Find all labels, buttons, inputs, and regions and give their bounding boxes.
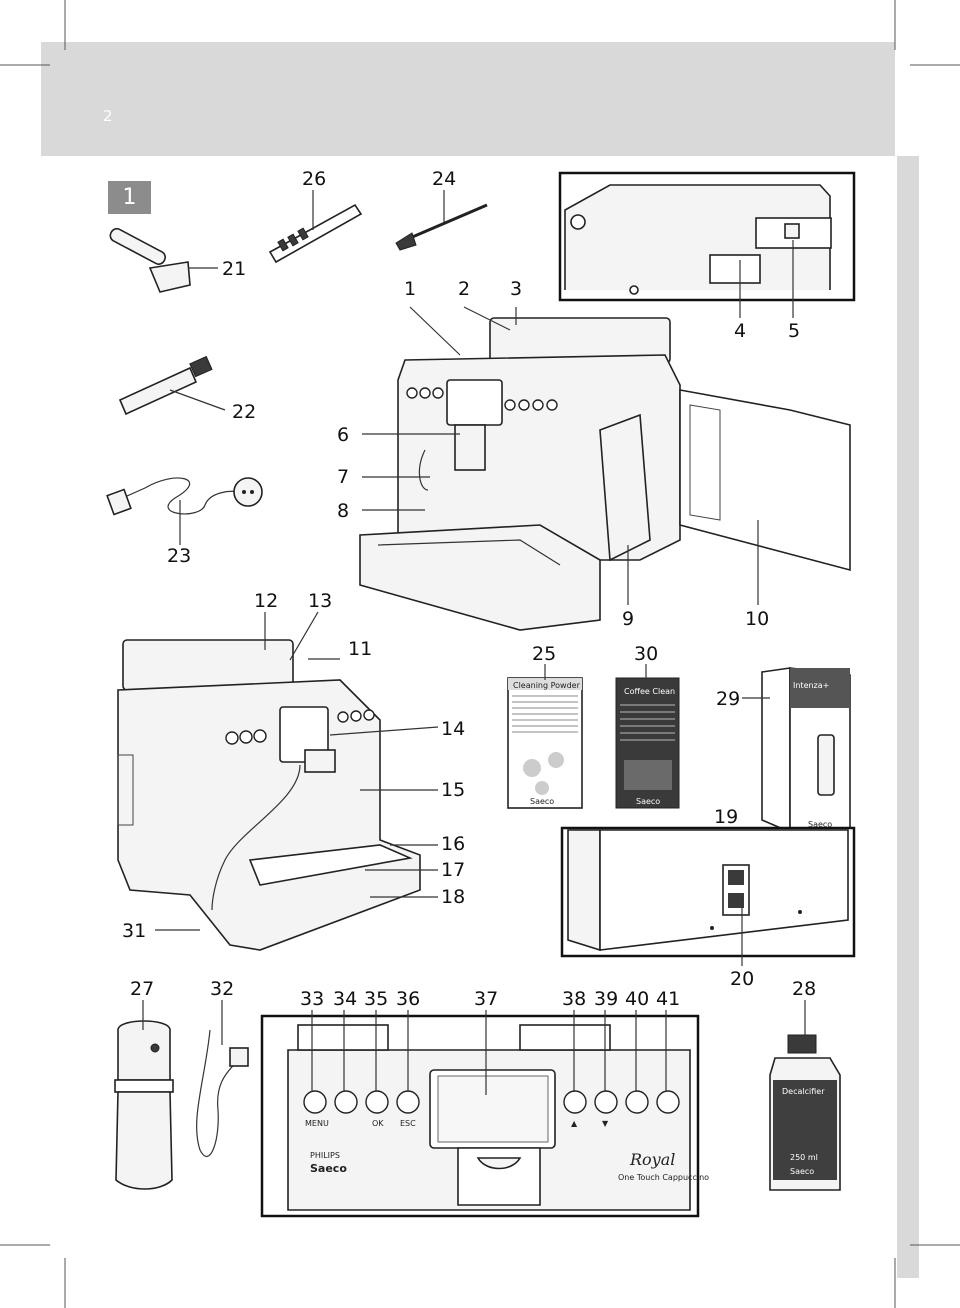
inset-back-panel (560, 826, 856, 958)
figure-number-badge: 1 (108, 181, 151, 214)
callout-17: 17 (441, 859, 466, 881)
page-number: 2 (103, 107, 113, 125)
callout-28: 28 (792, 978, 817, 1000)
callout-38: 38 (562, 988, 587, 1010)
saeco-label-29: Saeco (808, 820, 832, 829)
coffee-clean-label: Coffee Clean (624, 687, 675, 696)
callout-6: 6 (337, 424, 350, 446)
callout-41: 41 (656, 988, 681, 1010)
callout-12: 12 (254, 590, 279, 612)
callout-2: 2 (458, 278, 471, 300)
decalcifier-label: Decalcifier (782, 1087, 825, 1096)
item-21-measuring-scoop (109, 227, 191, 293)
callout-36: 36 (396, 988, 421, 1010)
ok-button-label: OK (372, 1119, 384, 1128)
item-24-brush (395, 203, 488, 251)
philips-label: PHILIPS (310, 1151, 340, 1160)
callout-32: 32 (210, 978, 235, 1000)
callout-39: 39 (594, 988, 619, 1010)
callout-30: 30 (634, 643, 659, 665)
callout-1: 1 (404, 278, 417, 300)
item-23-power-cord (106, 477, 263, 516)
callout-10: 10 (745, 608, 770, 630)
model-subtitle: One Touch Cappuccino (618, 1173, 709, 1182)
item-22-grease-tube (118, 355, 213, 416)
item-26-test-strip (268, 203, 363, 264)
callout-35: 35 (364, 988, 389, 1010)
callout-7: 7 (337, 466, 350, 488)
callout-21: 21 (222, 258, 247, 280)
item-25-cleaning-powder-pack: Cleaning Powder Saeco (507, 677, 583, 809)
inset-top-panel (558, 171, 856, 302)
page-header-band (41, 42, 895, 156)
callout-23: 23 (167, 545, 192, 567)
royal-logo-text: Royal (629, 1150, 675, 1169)
callout-24: 24 (432, 168, 457, 190)
callout-31: 31 (122, 920, 147, 942)
callout-13: 13 (308, 590, 333, 612)
up-button-label: ▲ (571, 1119, 578, 1128)
callout-5: 5 (788, 320, 801, 342)
callout-11: 11 (348, 638, 373, 660)
callout-8: 8 (337, 500, 350, 522)
down-button-label: ▼ (602, 1119, 609, 1128)
callout-4: 4 (734, 320, 747, 342)
item-27-milk-container (114, 1020, 174, 1190)
callout-37: 37 (474, 988, 499, 1010)
side-tab-strip (897, 156, 919, 1278)
callout-16: 16 (441, 833, 466, 855)
callout-40: 40 (625, 988, 650, 1010)
decalcifier-volume: 250 ml (790, 1153, 818, 1162)
callout-14: 14 (441, 718, 466, 740)
callout-9: 9 (622, 608, 635, 630)
saeco-label-25: Saeco (530, 797, 554, 806)
callout-3: 3 (510, 278, 523, 300)
cleaning-powder-label: Cleaning Powder (513, 681, 581, 690)
machine-side-view (117, 639, 421, 951)
callout-19: 19 (714, 806, 739, 828)
main-machine-front-view (359, 317, 851, 631)
saeco-label-30: Saeco (636, 797, 660, 806)
saeco-logo-text: Saeco (310, 1162, 347, 1175)
callout-27: 27 (130, 978, 155, 1000)
esc-button-label: ESC (400, 1119, 416, 1128)
callout-34: 34 (333, 988, 358, 1010)
inset-control-panel: MENU OK ESC ▲ ▼ PHILIPS Saeco Royal One … (260, 1014, 709, 1218)
callout-18: 18 (441, 886, 466, 908)
callout-26: 26 (302, 168, 327, 190)
item-29-intenza-filter-box: Intenza+ Saeco (761, 667, 851, 834)
callout-15: 15 (441, 779, 466, 801)
item-30-coffee-clean-pack: Coffee Clean Saeco (615, 677, 680, 809)
callout-33: 33 (300, 988, 325, 1010)
item-28-decalcifier-bottle: Decalcifier 250 ml Saeco (769, 1034, 841, 1191)
callout-22: 22 (232, 401, 257, 423)
menu-button-label: MENU (305, 1119, 329, 1128)
callout-20: 20 (730, 968, 755, 990)
item-32-milk-tube (196, 1029, 249, 1158)
saeco-label-28: Saeco (790, 1167, 814, 1176)
callout-25: 25 (532, 643, 557, 665)
intenza-label: Intenza+ (793, 681, 829, 690)
callout-29: 29 (716, 688, 741, 710)
